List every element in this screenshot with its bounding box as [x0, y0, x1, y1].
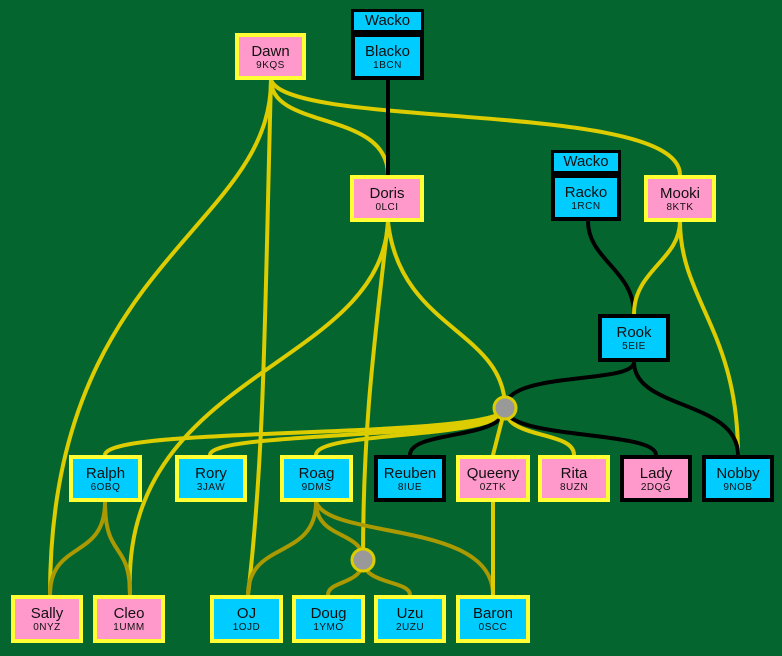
edge-dawn-mooki — [269, 78, 682, 177]
edge-ralph-cleo — [103, 500, 132, 597]
node-reuben-code: 8IUE — [397, 482, 423, 493]
node-blacko[interactable]: Blacko 1BCN — [351, 33, 424, 80]
node-oj-code: 1OJD — [232, 622, 261, 633]
node-lady-code: 2DQG — [640, 482, 672, 493]
node-reuben[interactable]: Reuben 8IUE — [374, 455, 446, 502]
edge-doris-junction2 — [361, 220, 390, 562]
node-roag-code: 9DMS — [301, 482, 332, 493]
edge-dawn-oj — [246, 78, 273, 597]
node-cleo-code: 1UMM — [113, 622, 145, 633]
junction-node-2 — [350, 547, 376, 573]
edge-junction1-roag — [314, 406, 507, 457]
node-mooki-code: 8KTK — [666, 202, 694, 213]
node-ralph[interactable]: Ralph 6OBQ — [69, 455, 142, 502]
edge-doris-junction1 — [386, 220, 507, 410]
node-sally-name: Sally — [30, 605, 64, 622]
edge-dawn-doris — [269, 78, 390, 177]
edge-rook-nobby — [632, 360, 740, 457]
node-dawn-name: Dawn — [251, 43, 290, 60]
node-racko-code: 1RCN — [571, 201, 601, 212]
node-doris-name: Doris — [369, 185, 405, 202]
node-rook-name: Rook — [616, 324, 652, 341]
node-doug-code: 1YMO — [313, 622, 344, 633]
node-queeny-code: 0ZTK — [479, 482, 507, 493]
edge-mooki-nobby — [678, 219, 740, 457]
node-racko-name: Racko — [564, 184, 608, 201]
node-mooki[interactable]: Mooki 8KTK — [644, 175, 716, 222]
node-rita[interactable]: Rita 8UZN — [538, 455, 610, 502]
node-queeny[interactable]: Queeny 0ZTK — [456, 455, 530, 502]
node-racko[interactable]: Racko 1RCN — [551, 174, 621, 221]
blacko-tag: Wacko — [351, 9, 424, 33]
node-dawn-code: 9KQS — [256, 60, 285, 71]
edge-doris-cleo — [127, 220, 390, 597]
node-blacko-code: 1BCN — [373, 60, 402, 71]
node-nobby-code: 9NOB — [723, 482, 753, 493]
node-nobby[interactable]: Nobby 9NOB — [702, 455, 774, 502]
node-rory[interactable]: Rory 3JAW — [175, 455, 247, 502]
node-doris[interactable]: Doris 0LCI — [350, 175, 424, 222]
node-queeny-name: Queeny — [466, 465, 520, 482]
node-reuben-name: Reuben — [383, 465, 437, 482]
node-lady[interactable]: Lady 2DQG — [620, 455, 692, 502]
edge-junction1-rory — [208, 406, 507, 457]
edge-ralph-sally — [48, 500, 107, 597]
node-nobby-name: Nobby — [716, 465, 760, 482]
node-rory-name: Rory — [195, 465, 227, 482]
node-rook[interactable]: Rook 5EIE — [598, 314, 670, 362]
node-uzu-name: Uzu — [396, 605, 424, 622]
racko-tag: Wacko — [551, 150, 621, 174]
node-doug-name: Doug — [310, 605, 347, 622]
node-roag-name: Roag — [298, 465, 335, 482]
node-baron-code: 0SCC — [478, 622, 508, 633]
node-rory-code: 3JAW — [196, 482, 226, 493]
node-doug[interactable]: Doug 1YMO — [292, 595, 365, 643]
node-sally-code: 0NYZ — [33, 622, 61, 633]
edge-mooki-rook — [632, 219, 682, 316]
node-oj[interactable]: OJ 1OJD — [210, 595, 283, 643]
edge-roag-oj — [246, 500, 318, 597]
node-mooki-name: Mooki — [659, 185, 700, 202]
node-ralph-code: 6OBQ — [90, 482, 121, 493]
edge-roag-baron — [314, 500, 495, 597]
edge-dawn-sally — [48, 78, 273, 597]
node-sally[interactable]: Sally 0NYZ — [11, 595, 83, 643]
node-rita-name: Rita — [560, 465, 588, 482]
node-cleo[interactable]: Cleo 1UMM — [93, 595, 165, 643]
node-baron-name: Baron — [472, 605, 514, 622]
node-dawn[interactable]: Dawn 9KQS — [235, 33, 306, 80]
node-uzu-code: 2UZU — [395, 622, 425, 633]
edge-rook-junction1 — [503, 360, 636, 410]
node-baron[interactable]: Baron 0SCC — [456, 595, 530, 643]
node-roag[interactable]: Roag 9DMS — [280, 455, 353, 502]
node-blacko-name: Blacko — [364, 43, 411, 60]
node-doris-code: 0LCI — [375, 202, 399, 213]
node-cleo-name: Cleo — [113, 605, 145, 622]
node-rook-code: 5EIE — [622, 341, 646, 352]
node-uzu[interactable]: Uzu 2UZU — [374, 595, 446, 643]
node-lady-name: Lady — [639, 465, 673, 482]
junction-node-1 — [492, 395, 518, 421]
node-oj-name: OJ — [236, 605, 257, 622]
node-ralph-name: Ralph — [85, 465, 126, 482]
edge-racko-rook — [586, 219, 636, 316]
node-rita-code: 8UZN — [559, 482, 589, 493]
